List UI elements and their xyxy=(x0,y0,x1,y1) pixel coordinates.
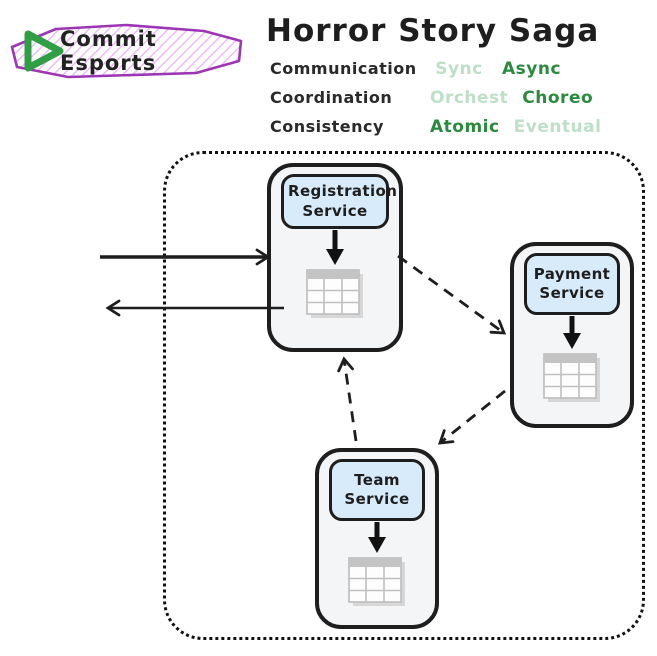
legend-row-consistency: Consistency Atomic Eventual xyxy=(270,117,630,146)
play-triangle-icon xyxy=(24,30,64,72)
database-table-icon xyxy=(543,353,600,402)
database-table-icon xyxy=(306,269,363,318)
service-team-label: Team Service xyxy=(344,470,410,509)
legend-label: Coordination xyxy=(270,88,393,107)
arrow-down-icon xyxy=(563,316,581,349)
service-registration[interactable]: Registration Service xyxy=(267,163,403,352)
legend-option-atomic[interactable]: Atomic xyxy=(430,117,500,137)
service-payment[interactable]: Payment Service xyxy=(510,242,634,428)
service-team-header: Team Service xyxy=(329,459,425,521)
legend-option-choreo[interactable]: Choreo xyxy=(522,88,594,108)
page-title: Horror Story Saga xyxy=(266,13,600,49)
legend-row-coordination: Coordination Orchest Choreo xyxy=(270,88,630,117)
legend-option-sync[interactable]: Sync xyxy=(435,59,483,79)
legend: Communication Sync Async Coordination Or… xyxy=(270,59,630,146)
saga-boundary[interactable] xyxy=(163,151,645,640)
service-payment-label: Payment Service xyxy=(533,264,611,303)
service-payment-header: Payment Service xyxy=(524,253,620,315)
legend-row-communication: Communication Sync Async xyxy=(270,59,630,88)
legend-option-async[interactable]: Async xyxy=(502,59,562,79)
service-registration-label: Registration Service xyxy=(288,182,398,220)
arrow-down-icon xyxy=(368,522,386,553)
logo-label: Commit Esports xyxy=(60,27,157,75)
service-team[interactable]: Team Service xyxy=(315,448,439,629)
legend-option-orchest[interactable]: Orchest xyxy=(430,88,509,108)
service-registration-header: Registration Service xyxy=(281,174,397,229)
legend-option-eventual[interactable]: Eventual xyxy=(513,117,602,137)
database-table-icon xyxy=(348,557,405,606)
logo-badge[interactable]: Commit Esports xyxy=(8,20,246,82)
legend-label: Consistency xyxy=(270,117,384,136)
logo-hexagon-shape xyxy=(10,23,243,79)
arrow-down-icon xyxy=(326,230,344,265)
legend-label: Communication xyxy=(270,59,417,78)
